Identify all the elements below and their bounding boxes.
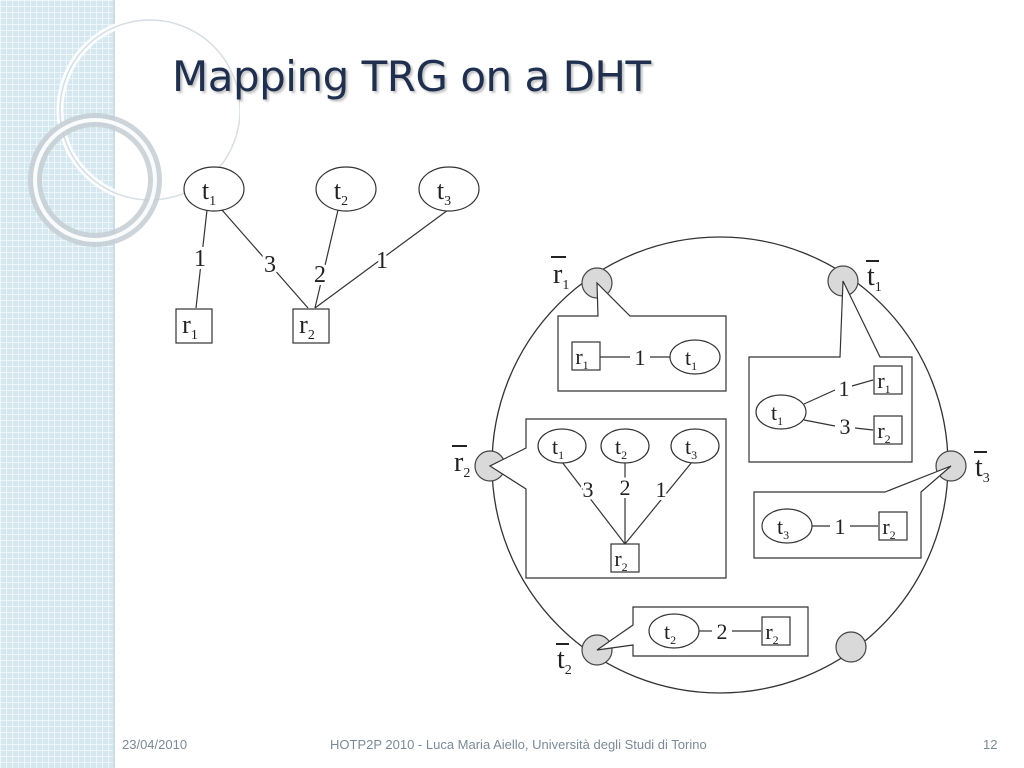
svg-text:3: 3 bbox=[264, 252, 276, 278]
footer-date: 23/04/2010 bbox=[122, 737, 188, 752]
svg-text:1: 1 bbox=[835, 514, 846, 539]
svg-text:r1: r1 bbox=[553, 259, 569, 293]
callout-r2: t1 t2 t3 3 3 2 2 1 1 r2 bbox=[488, 418, 727, 579]
svg-text:1: 1 bbox=[656, 477, 667, 502]
trg-graph bbox=[195, 209, 449, 309]
svg-text:2: 2 bbox=[620, 475, 631, 500]
svg-text:3: 3 bbox=[583, 477, 594, 502]
decorative-rings bbox=[28, 16, 240, 247]
svg-text:t3: t3 bbox=[975, 452, 990, 486]
svg-text:1: 1 bbox=[839, 376, 850, 401]
trg-nodes: t1 t2 t3 r1 r2 bbox=[175, 166, 480, 344]
svg-text:1: 1 bbox=[656, 477, 667, 502]
svg-text:1: 1 bbox=[194, 246, 206, 272]
svg-text:r2: r2 bbox=[454, 447, 470, 481]
svg-text:3: 3 bbox=[840, 414, 851, 439]
svg-text:1: 1 bbox=[376, 248, 388, 274]
weight-t3-r2: 1 bbox=[376, 248, 388, 274]
sidebar-divider bbox=[113, 0, 115, 768]
svg-text:2: 2 bbox=[717, 619, 728, 644]
svg-text:1: 1 bbox=[635, 345, 646, 370]
svg-text:2: 2 bbox=[620, 475, 631, 500]
callout-r1: r1 1 t1 bbox=[557, 281, 727, 392]
svg-text:2: 2 bbox=[314, 262, 326, 288]
footer-center-text: HOTP2P 2010 - Luca Maria Aiello, Univers… bbox=[330, 737, 707, 752]
weight-t2-r2: 2 bbox=[314, 262, 326, 288]
weight-t1-r2: 3 bbox=[264, 252, 276, 278]
svg-text:3: 3 bbox=[583, 477, 594, 502]
callout-t3: t3 1 r2 bbox=[753, 465, 952, 559]
dht-node-unlabeled bbox=[835, 631, 867, 663]
callout-t2: t2 2 r2 bbox=[596, 606, 809, 657]
slide-title: Mapping TRG on a DHT bbox=[172, 52, 651, 101]
footer-page-number: 12 bbox=[983, 737, 998, 752]
trg-weight-labels: 1 1 3 3 2 2 1 1 bbox=[191, 243, 391, 291]
svg-text:t2: t2 bbox=[557, 644, 572, 678]
callout-t1: t1 1 r1 3 r2 bbox=[748, 280, 913, 463]
weight-t1-r1: 1 bbox=[194, 246, 206, 272]
svg-text:t1: t1 bbox=[867, 261, 882, 295]
